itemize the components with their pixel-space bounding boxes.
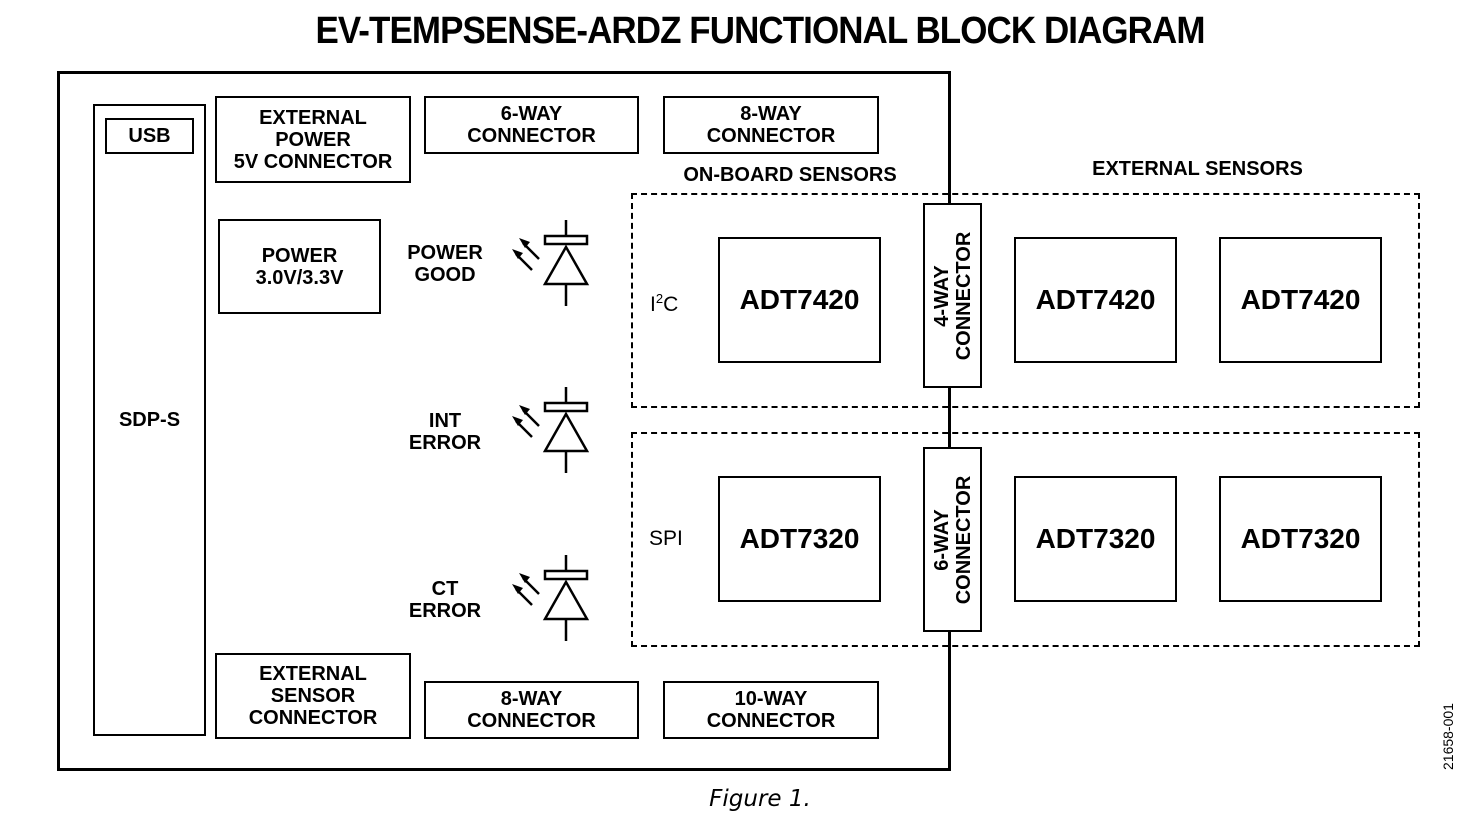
block-label-line: POWER [275, 128, 351, 151]
figure-caption: Figure 1. [709, 786, 811, 812]
i2c-sensor-group [631, 193, 1420, 408]
document-number: 21658-001 [1440, 703, 1456, 770]
connector-label-line: CONNECTOR [952, 231, 975, 360]
spi-bus-label: SPI [649, 527, 683, 550]
led-label-int-error: INT ERROR [395, 410, 495, 454]
block-label-line: EXTERNAL [259, 106, 367, 129]
block-label-line: CONNECTOR [706, 125, 836, 147]
block-label-line: SENSOR [270, 685, 356, 707]
block-label-line: EXTERNAL [259, 663, 367, 685]
diagram-title: EV-TEMPSENSE-ARDZ FUNCTIONAL BLOCK DIAGR… [315, 10, 1205, 52]
4-way-connector: 4-WAY CONNECTOR [923, 203, 982, 388]
led-label-line: INT [428, 410, 462, 432]
8-way-connector-bottom-block: 8-WAY CONNECTOR [424, 681, 639, 739]
external-adt7320-chip-1: ADT7320 [1014, 476, 1177, 602]
usb-label: USB [128, 125, 171, 147]
block-label-line: 3.0V/3.3V [255, 266, 344, 289]
i2c-bus-label: I2C [650, 288, 678, 316]
block-label-line: CONNECTOR [248, 707, 378, 729]
block-label-line: 10-WAY [734, 688, 808, 710]
onboard-adt7420-chip: ADT7420 [718, 237, 881, 363]
chip-label: ADT7320 [1035, 523, 1156, 554]
external-adt7320-chip-2: ADT7320 [1219, 476, 1382, 602]
chip-label: ADT7320 [739, 523, 860, 554]
led-label-line: CT [431, 578, 459, 600]
external-sensors-label: EXTERNAL SENSORS [1092, 158, 1303, 180]
led-label-line: POWER [407, 242, 483, 264]
led-label-power-good: POWER GOOD [395, 242, 495, 286]
led-label-ct-error: CT ERROR [395, 578, 495, 622]
spi-sensor-group [631, 432, 1420, 647]
onboard-adt7320-chip: ADT7320 [718, 476, 881, 602]
block-label-line: 5V CONNECTOR [233, 150, 393, 173]
chip-label: ADT7320 [1240, 523, 1361, 554]
i2c-label-main: I [650, 293, 656, 316]
led-label-line: GOOD [414, 264, 476, 286]
6-way-connector-top-block: 6-WAY CONNECTOR [424, 96, 639, 154]
led-icon-int-error [512, 387, 590, 473]
connector-label-line: CONNECTOR [952, 475, 975, 604]
power-regulator-block: POWER 3.0V/3.3V [218, 219, 381, 314]
external-power-connector-block: EXTERNAL POWER 5V CONNECTOR [215, 96, 411, 183]
sdp-s-block: SDP-S [93, 104, 206, 736]
i2c-label-tail: C [663, 293, 679, 316]
connector-label-line: 4-WAY [930, 264, 953, 327]
led-icon-ct-error [512, 555, 590, 641]
board-edge-line [948, 71, 951, 771]
external-adt7420-chip-1: ADT7420 [1014, 237, 1177, 363]
led-icon-power-good [512, 220, 590, 306]
usb-block: USB [105, 118, 194, 154]
block-label-line: 8-WAY [740, 103, 802, 125]
chip-label: ADT7420 [1035, 284, 1156, 315]
10-way-connector-block: 10-WAY CONNECTOR [663, 681, 879, 739]
led-label-line: ERROR [408, 600, 482, 622]
onboard-sensors-label: ON-BOARD SENSORS [683, 164, 897, 186]
block-label-line: POWER [261, 244, 338, 267]
connector-label-line: 6-WAY [930, 508, 953, 571]
external-adt7420-chip-2: ADT7420 [1219, 237, 1382, 363]
led-label-line: ERROR [408, 432, 482, 454]
block-label-line: CONNECTOR [467, 125, 596, 147]
8-way-connector-top-block: 8-WAY CONNECTOR [663, 96, 879, 154]
block-label-line: CONNECTOR [467, 710, 596, 732]
block-label-line: 6-WAY [500, 103, 563, 125]
chip-label: ADT7420 [739, 284, 860, 315]
chip-label: ADT7420 [1240, 284, 1361, 315]
block-label-line: 8-WAY [500, 688, 563, 710]
block-label-line: CONNECTOR [706, 710, 836, 732]
external-sensor-connector-block: EXTERNAL SENSOR CONNECTOR [215, 653, 411, 739]
6-way-connector: 6-WAY CONNECTOR [923, 447, 982, 632]
i2c-label-sup: 2 [655, 291, 664, 306]
sdp-s-label: SDP-S [118, 409, 181, 431]
